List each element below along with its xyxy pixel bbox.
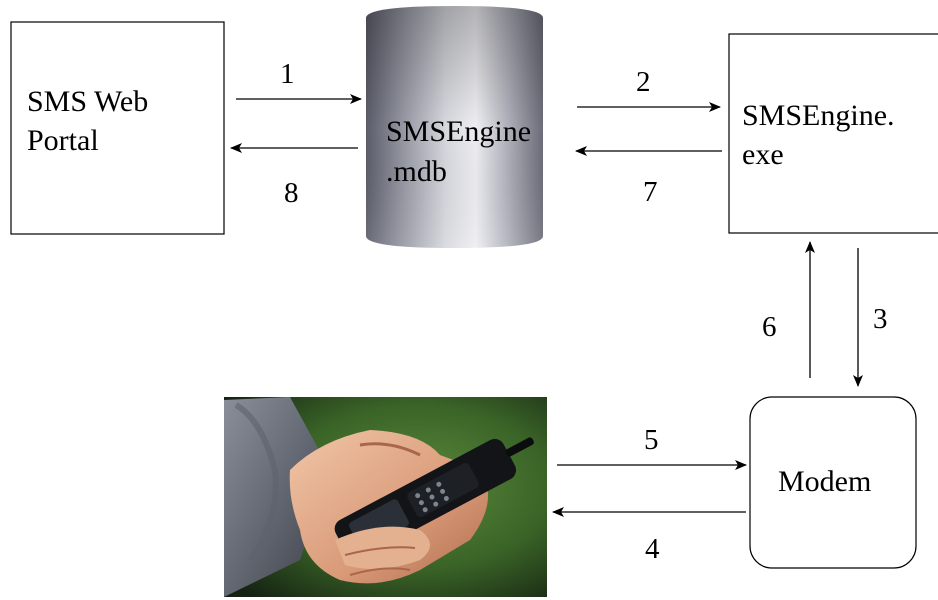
- arrow-8-label: 8: [284, 177, 299, 209]
- arrow-6-label: 6: [762, 311, 777, 343]
- arrow-2-label: 2: [636, 66, 651, 98]
- engine-box: [728, 33, 938, 234]
- modem-label: Modem: [778, 465, 872, 498]
- arrow-3-label: 3: [873, 303, 888, 335]
- web-portal-box: [10, 21, 225, 235]
- arrow-7-label: 7: [643, 176, 658, 208]
- modem-box: [749, 396, 917, 569]
- phone-photo: [224, 397, 547, 597]
- engine-label-line2: exe: [742, 138, 784, 171]
- database-label-line2: .mdb: [386, 155, 447, 188]
- arrow-4-label: 4: [645, 533, 660, 565]
- database-label-line1: SMSEngine: [386, 115, 532, 148]
- web-portal-label-line1: SMS Web: [27, 85, 149, 118]
- web-portal-label-line2: Portal: [27, 124, 99, 157]
- arrow-1-label: 1: [280, 58, 295, 90]
- arrow-5-label: 5: [644, 424, 659, 456]
- database-cylinder: [366, 6, 543, 248]
- engine-label-line1: SMSEngine.: [742, 99, 895, 132]
